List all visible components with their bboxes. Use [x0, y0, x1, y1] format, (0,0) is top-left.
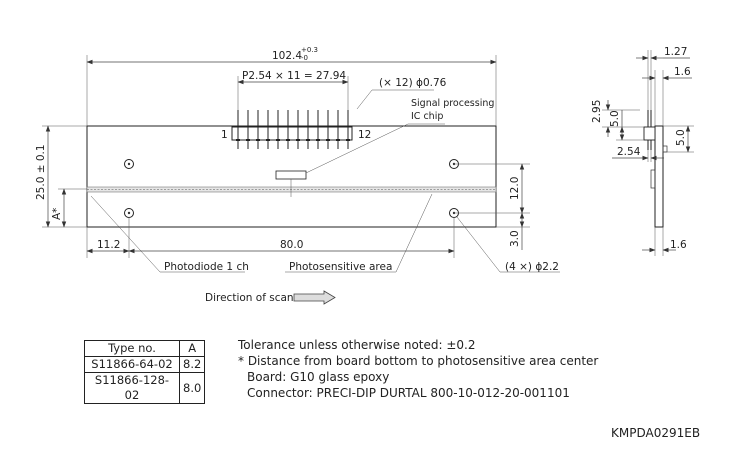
side-2-54-label: 2.54 — [617, 146, 641, 158]
table-cell-a: 8.0 — [178, 372, 206, 404]
drawing-code: KMPDA0291EB — [611, 426, 701, 440]
side-1-6-top-label: 1.6 — [674, 66, 691, 78]
table-cell-a: 8.2 — [178, 356, 206, 373]
pin-diameter-label: (× 12) ϕ0.76 — [379, 77, 447, 89]
ic-label-line2: IC chip — [411, 111, 443, 122]
note-distance: * Distance from board bottom to photosen… — [238, 354, 599, 368]
table-cell-type: S11866-128-02 — [84, 372, 180, 404]
dim-11-2-label: 11.2 — [97, 239, 120, 251]
table-row: S11866-64-02 8.2 — [84, 356, 206, 373]
table-row: S11866-128-02 8.0 — [84, 372, 206, 404]
overall-width-label: 102.4 — [272, 50, 302, 62]
side-view: 1.27 1.6 2.95 5.0 5.0 2.54 — [591, 46, 694, 256]
note-board: Board: G10 glass epoxy — [247, 370, 390, 384]
pin-pitch-label: P2.54 × 11 = 27.94 — [242, 70, 346, 82]
mount-hole-top-left — [124, 159, 134, 169]
type-table: Type no. A S11866-64-02 8.2 S11866-128-0… — [84, 340, 206, 404]
ic-chip — [275, 170, 307, 180]
side-5-0-left-label: 5.0 — [609, 110, 621, 127]
pin-first-label: 1 — [221, 129, 228, 141]
photosensitive-label: Photosensitive area — [289, 261, 392, 273]
side-1-27-label: 1.27 — [664, 46, 687, 58]
ic-label-line1: Signal processing — [411, 98, 494, 109]
table-cell-type: S11866-64-02 — [84, 356, 180, 373]
a-dimension-label: A* — [51, 208, 63, 220]
table-header-row: Type no. A — [84, 340, 206, 357]
connector-body — [231, 126, 353, 141]
side-board — [654, 125, 664, 228]
scan-arrow-icon — [293, 290, 336, 305]
side-connector — [643, 126, 656, 141]
height-label: 25.0 ± 0.1 — [35, 144, 47, 200]
table-header-a: A — [178, 340, 206, 357]
holes-label: (4 ×) ϕ2.2 — [505, 261, 559, 273]
dim-80-label: 80.0 — [280, 239, 303, 251]
front-view: 1 12 102.4 +0.3 -0 P2.54 × 11 = 27.94 (×… — [35, 46, 560, 305]
photodiode-label: Photodiode 1 ch — [164, 261, 249, 273]
overall-width-tol-minus: -0 — [301, 54, 308, 62]
scan-direction-label: Direction of scan — [205, 292, 294, 304]
note-tolerance: Tolerance unless otherwise noted: ±0.2 — [238, 338, 476, 352]
connector-pins — [236, 110, 350, 149]
side-5-0-right-label: 5.0 — [675, 129, 687, 146]
table-header-type: Type no. — [84, 340, 180, 357]
note-connector: Connector: PRECI-DIP DURTAL 800-10-012-2… — [247, 386, 570, 400]
side-2-95-label: 2.95 — [591, 100, 603, 123]
dim-3-label: 3.0 — [509, 230, 521, 247]
overall-width-tol-plus: +0.3 — [301, 46, 318, 54]
notes: Tolerance unless otherwise noted: ±0.2 *… — [238, 337, 598, 401]
pin-last-label: 12 — [358, 129, 371, 141]
dim-12-label: 12.0 — [509, 177, 521, 200]
side-1-6-bottom-label: 1.6 — [670, 239, 687, 251]
